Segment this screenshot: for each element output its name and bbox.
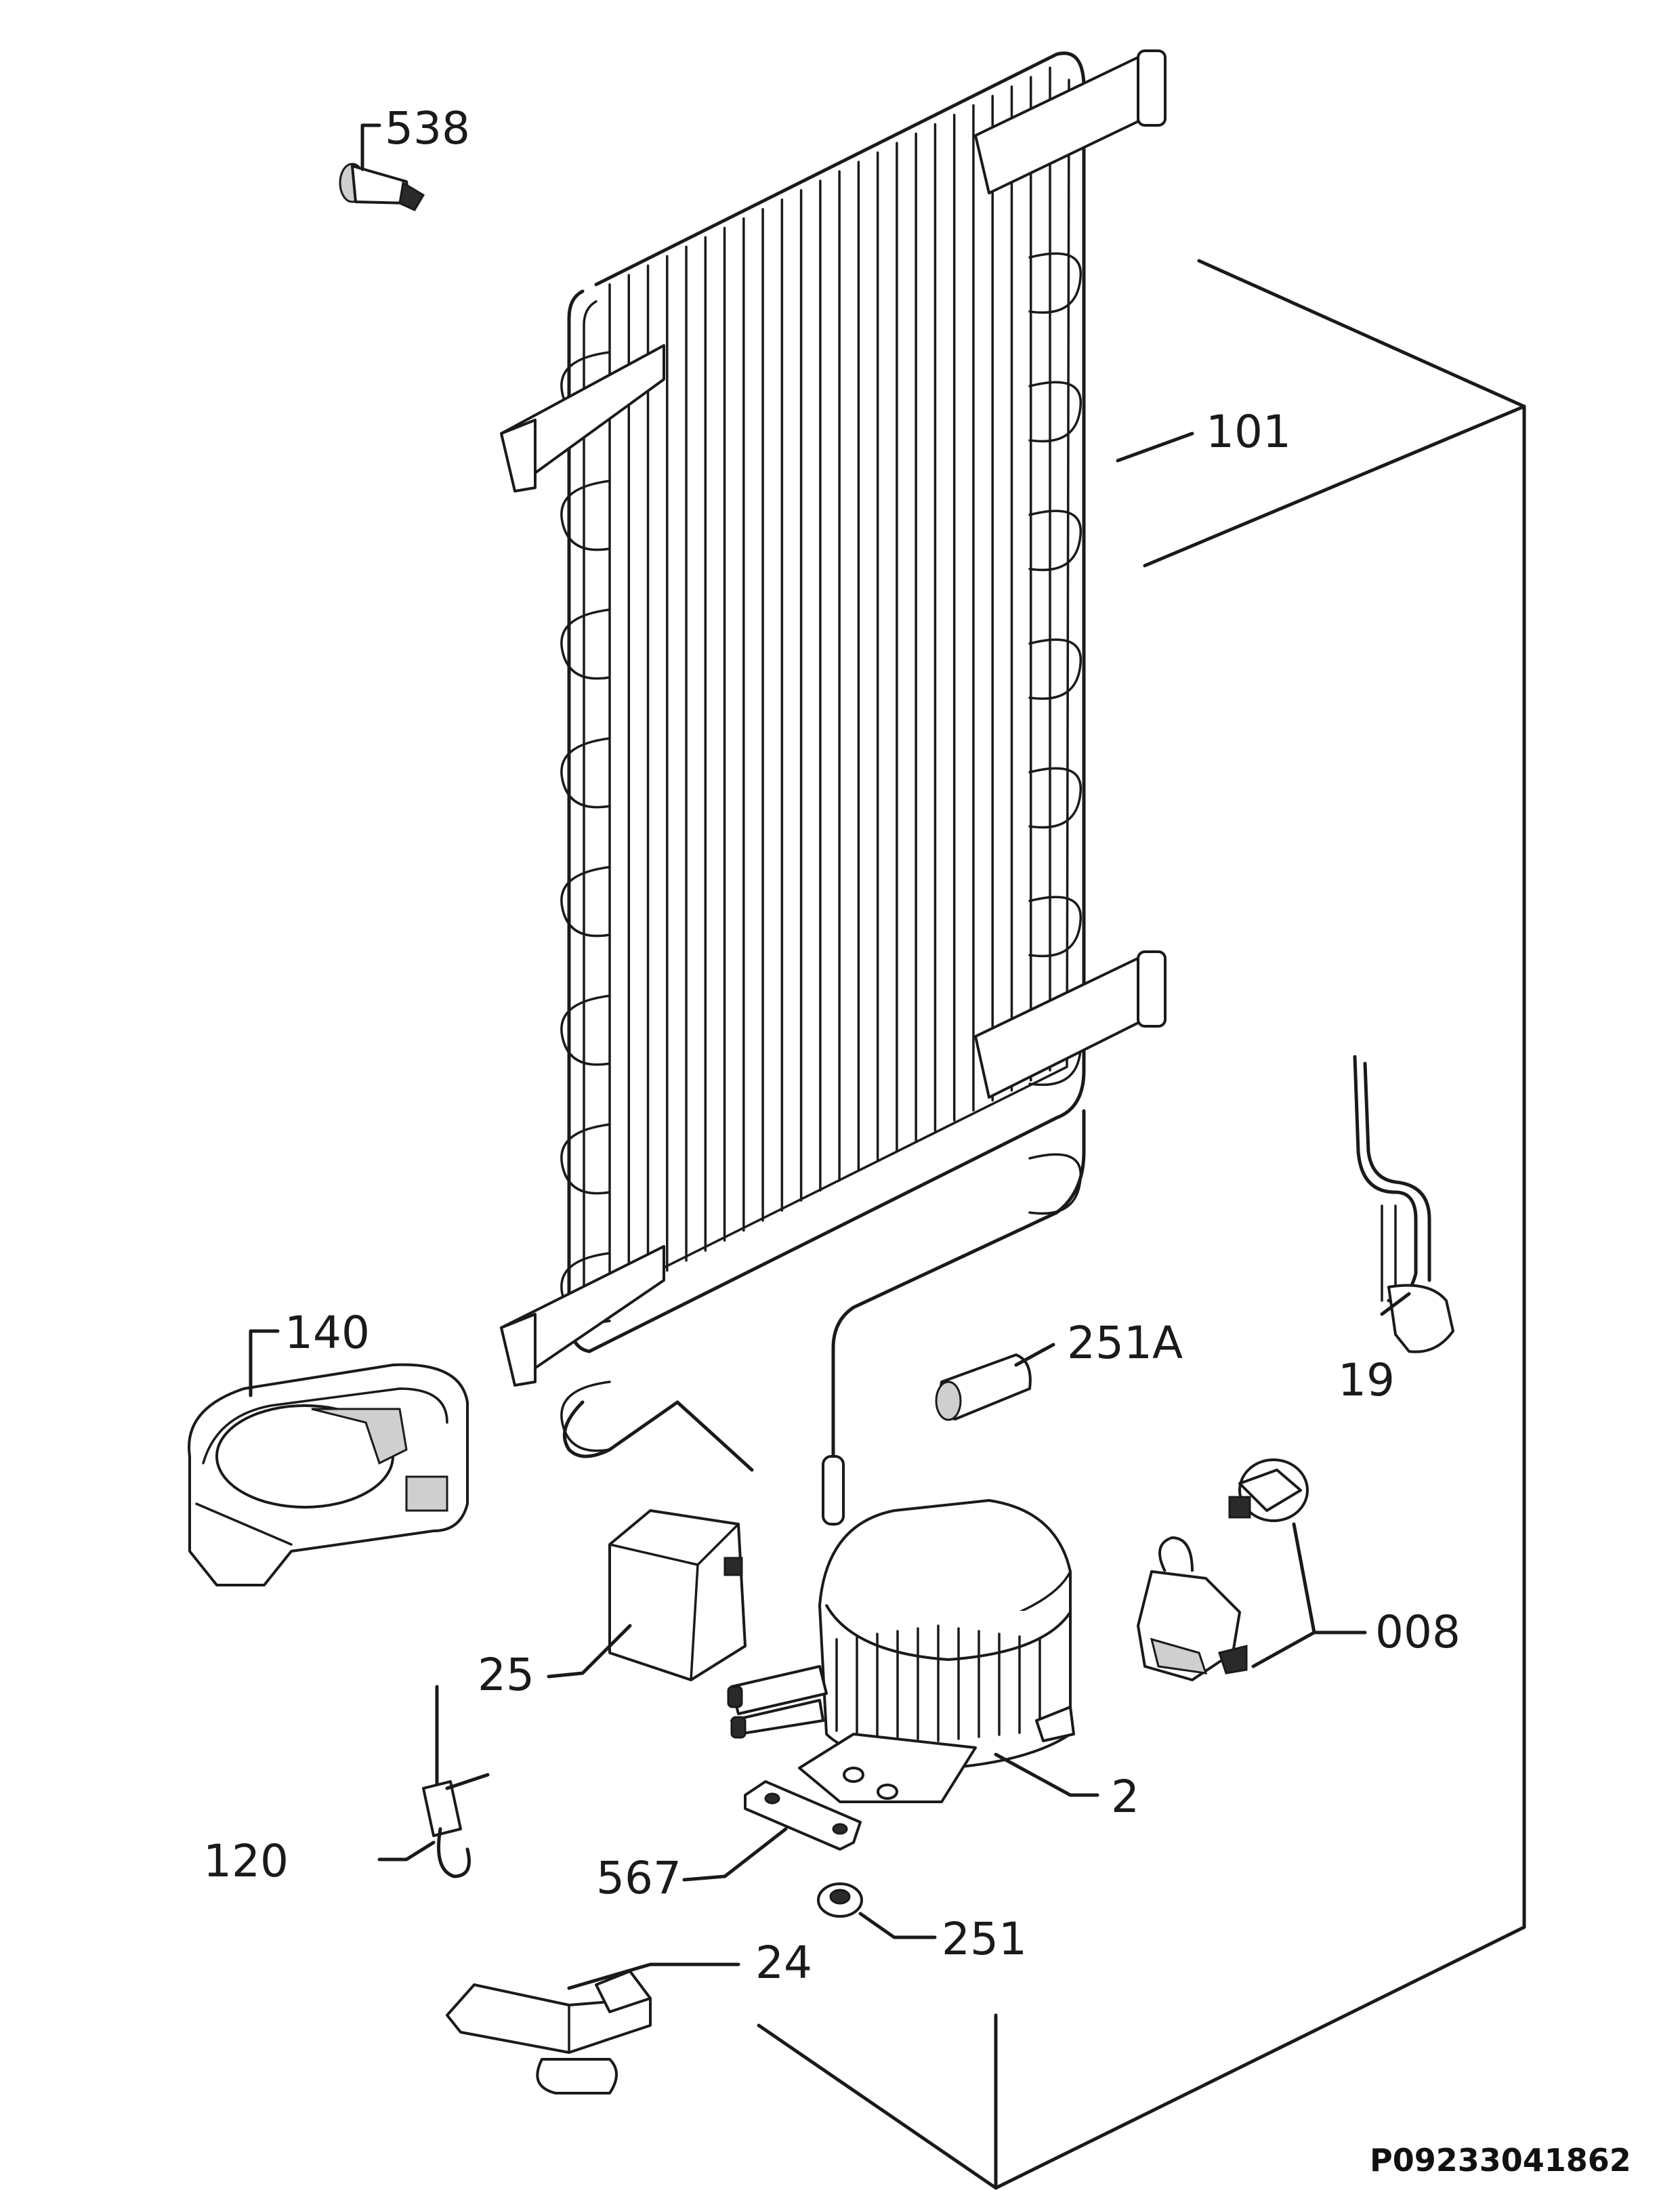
label-25: 25 [478,1649,534,1701]
label-538: 538 [385,102,470,154]
label-101: 101 [1206,406,1291,458]
plate-567 [682,1780,862,1882]
condenser-wires [608,66,1051,1302]
condenser-101 [500,49,1167,1526]
sensor-120 [377,1685,490,1878]
condenser-tube-bend [1028,1153,1082,1215]
cabinet-outline [757,259,1526,2190]
capacitor-25 [547,1509,747,1681]
condenser-tube-bend [1028,767,1082,829]
label-19: 19 [1338,1354,1395,1406]
drip-tray-140 [188,1329,469,1586]
relay-008 [1137,1458,1367,1681]
condenser-tube-bend [1028,509,1082,572]
label-120: 120 [203,1835,289,1887]
condenser-tube-bend [1028,638,1082,700]
condenser-tube-bend [560,1381,611,1452]
label-2: 2 [1111,1771,1139,1823]
condenser-tube-bend [1028,252,1082,314]
condenser-tube-bend [560,608,611,680]
condenser-bracket-top-left [500,344,665,492]
leader-101 [1116,431,1194,463]
diagram-reference-code: P09233041862 [1370,2142,1631,2178]
compressor-2 [727,1499,1099,1803]
label-251A-number: 251A [1067,1317,1183,1369]
label-008: 008 [1375,1606,1461,1658]
nut-251 [817,1882,937,1939]
power-cord-19 [1353,1055,1454,1353]
condenser-tube-bend [560,1123,611,1195]
label-251: 251 [942,1913,1027,1965]
label-567: 567 [596,1852,681,1904]
condenser-tube-bend [560,866,611,938]
grommet-251A [935,1343,1055,1421]
bracket-24 [446,1962,740,2094]
clip-538 [339,123,425,211]
condenser-bracket-bottom-right [974,950,1167,1099]
label-24: 24 [755,1937,812,1989]
condenser-tube-bend [560,480,611,551]
condenser-tube-bend [1028,381,1082,443]
label-140: 140 [285,1307,370,1359]
condenser-tube-bend [560,737,611,809]
condenser-bracket-top-right [974,49,1167,194]
compressor-stripes [835,1624,1041,1742]
condenser-bracket-bottom-left [500,1245,665,1387]
condenser-tube-bend [1028,896,1082,958]
condenser-tube-bend [560,994,611,1066]
